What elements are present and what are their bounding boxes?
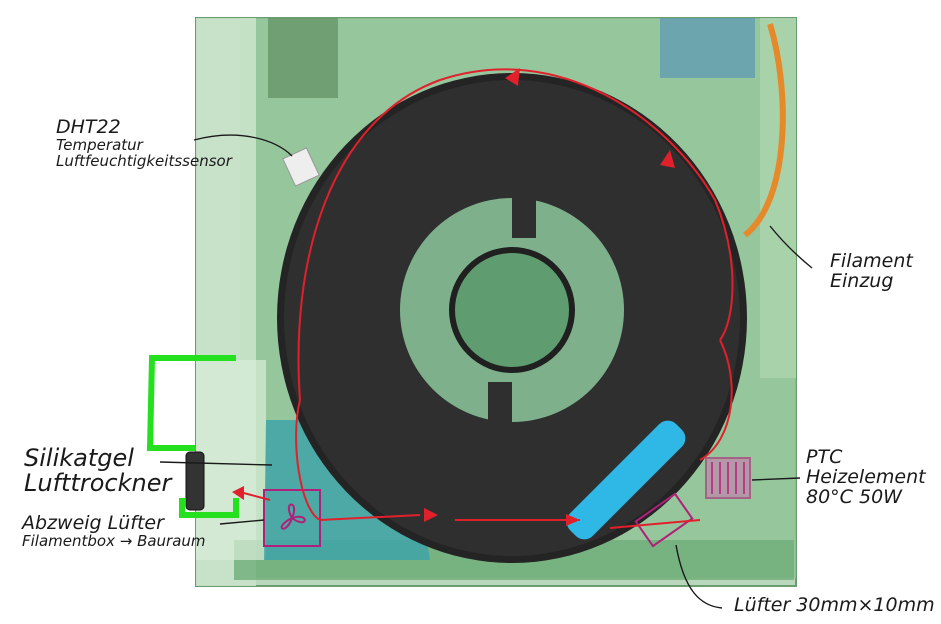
- label-abzweig-line1: Abzweig Lüfter: [22, 514, 206, 534]
- label-dht22-sub2: Luftfeuchtigkeitssensor: [56, 154, 232, 170]
- filament-spool: [277, 73, 747, 563]
- label-ptc: PTC Heizelement 80°C 50W: [806, 448, 926, 508]
- label-silikat-line2: Lufttrockner: [24, 471, 171, 496]
- label-silikat-line1: Silikatgel: [24, 446, 171, 471]
- top-right-board: [660, 18, 755, 78]
- label-abzweig: Abzweig Lüfter Filamentbox → Bauraum: [22, 514, 206, 550]
- silica-gel-cartridge: [186, 452, 204, 510]
- label-filament-line1: Filament: [830, 252, 913, 272]
- label-ptc-line1: PTC: [806, 448, 926, 468]
- label-filament-line2: Einzug: [830, 272, 913, 292]
- label-filament: Filament Einzug: [830, 252, 913, 292]
- label-abzweig-line2: Filamentbox → Bauraum: [22, 534, 206, 550]
- label-luefter-line1: Lüfter 30mm×10mm: [734, 596, 935, 616]
- label-dht22: DHT22 Temperatur Luftfeuchtigkeitssensor: [56, 118, 232, 169]
- label-dht22-title: DHT22: [56, 118, 232, 138]
- label-ptc-line2: Heizelement: [806, 468, 926, 488]
- label-ptc-line3: 80°C 50W: [806, 488, 926, 508]
- label-silikatgel: Silikatgel Lufttrockner: [24, 446, 171, 496]
- label-luefter: Lüfter 30mm×10mm: [734, 596, 935, 616]
